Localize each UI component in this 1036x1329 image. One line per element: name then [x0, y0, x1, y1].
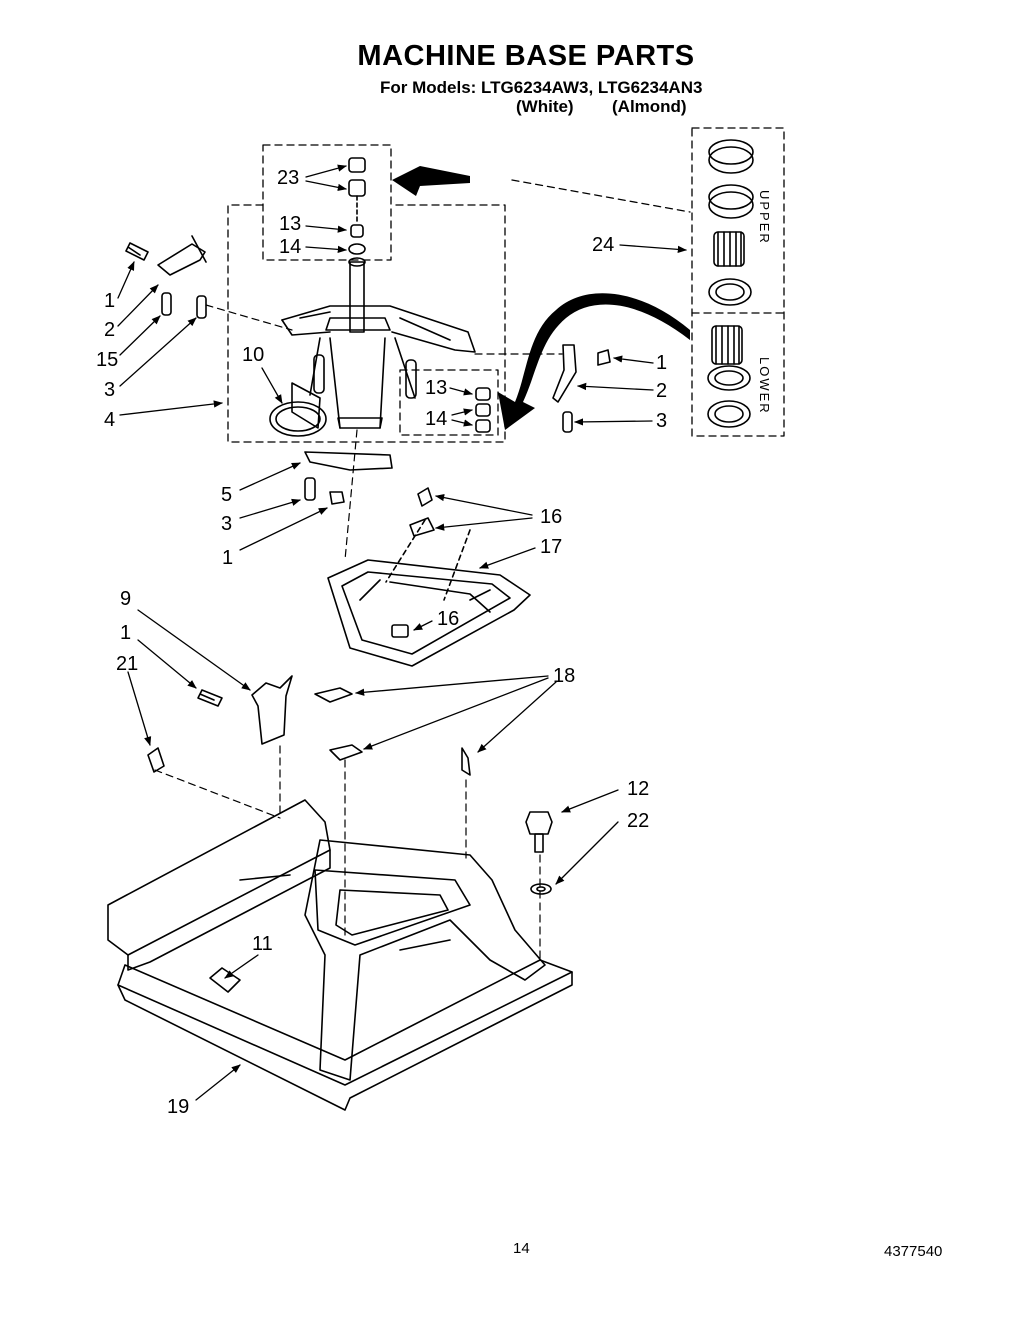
big-curved-arrow-icon	[498, 293, 690, 430]
document-number: 4377540	[884, 1243, 943, 1260]
left-bracket-parts	[126, 236, 292, 330]
callout-9: 9	[120, 588, 132, 610]
callout-4: 4	[104, 409, 116, 431]
callout-5: 5	[221, 484, 233, 506]
machine-base-frame	[108, 746, 572, 1110]
callout-3-left: 3	[104, 379, 116, 401]
callout-24: 24	[592, 234, 615, 256]
corner-clips	[148, 676, 470, 775]
models-line: For Models: LTG6234AW3, LTG6234AN3	[380, 78, 703, 97]
upper-seals-label: UPPER	[757, 190, 772, 245]
color-white-label: (White)	[516, 97, 574, 116]
seal-ring	[270, 402, 326, 436]
callout-15: 15	[96, 349, 119, 371]
callout-12: 12	[627, 778, 650, 800]
callout-2-right: 2	[656, 380, 668, 402]
right-bracket-parts	[475, 345, 610, 432]
center-post-assembly	[282, 258, 475, 428]
callout-19: 19	[167, 1096, 190, 1118]
callout-13-top: 13	[279, 213, 302, 235]
big-arrow-upper-icon	[392, 166, 470, 196]
callout-1-right: 1	[656, 352, 668, 374]
lower-seals-label: LOWER	[757, 357, 772, 415]
callout-18: 18	[553, 665, 576, 687]
lower-seals	[708, 326, 750, 427]
callout-21: 21	[116, 653, 139, 675]
callout-14-side: 14	[425, 408, 448, 430]
callout-14-top: 14	[279, 236, 302, 258]
base-bolt-and-washer	[526, 812, 552, 960]
color-almond-label: (Almond)	[612, 97, 687, 116]
callout-3-right: 3	[656, 410, 668, 432]
dashed-group-boxes	[228, 128, 784, 442]
callout-16-top: 16	[540, 506, 563, 528]
callout-13-side: 13	[425, 377, 448, 399]
callout-1-clip: 1	[120, 622, 132, 644]
pointer-arrows	[392, 166, 690, 430]
suspension-frame	[328, 488, 530, 666]
callout-16-frame: 16	[437, 608, 460, 630]
callout-10: 10	[242, 344, 265, 366]
callout-3-lower: 3	[221, 513, 233, 535]
callout-23: 23	[277, 167, 300, 189]
upper-seals	[709, 140, 753, 305]
spindle-bushings	[349, 158, 365, 254]
callout-1-lower: 1	[222, 547, 234, 569]
lower-bracket-parts	[305, 430, 392, 560]
side-bushings	[476, 388, 490, 432]
page-number: 14	[513, 1240, 530, 1257]
callout-leaders	[118, 164, 687, 1100]
callout-22: 22	[627, 810, 650, 832]
page-title: MACHINE BASE PARTS	[357, 40, 695, 72]
callout-11: 11	[252, 933, 273, 955]
callout-2-left: 2	[104, 319, 116, 341]
callout-1-left: 1	[104, 290, 116, 312]
callout-17: 17	[540, 536, 563, 558]
